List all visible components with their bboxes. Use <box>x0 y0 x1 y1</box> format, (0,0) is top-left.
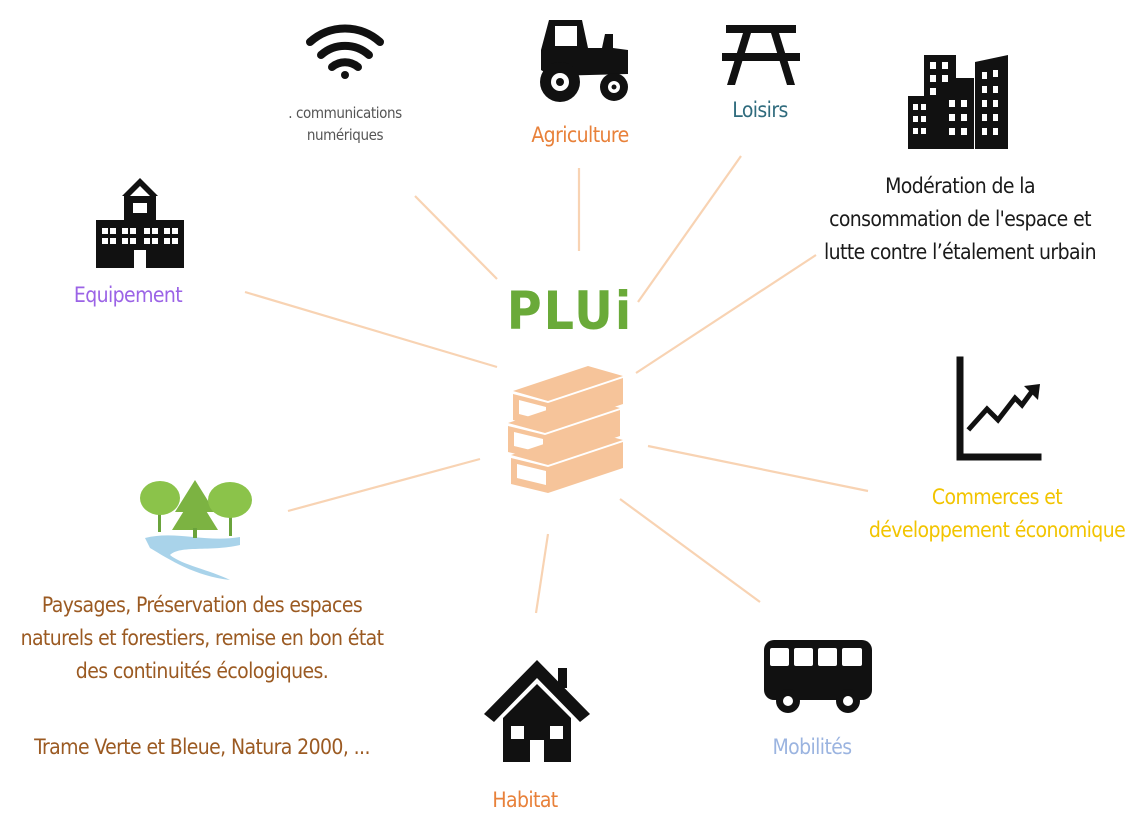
picnic-table-icon <box>722 25 800 85</box>
label-paysages: Paysages, Préservation des espaces natur… <box>0 589 404 688</box>
connector-habitat <box>534 533 550 614</box>
label-line: . communications <box>288 104 402 122</box>
label-line: Modération de la <box>885 174 1035 198</box>
connector-moderation <box>635 254 817 374</box>
label-loisirs: Loisirs <box>732 98 788 122</box>
house-icon <box>484 660 590 762</box>
connector-equipement <box>244 290 498 369</box>
label-line: Paysages, Préservation des espaces <box>41 593 363 617</box>
connector-numerique <box>414 195 498 280</box>
connector-loisirs <box>637 155 742 303</box>
connector-mobilites <box>619 498 761 603</box>
label-equipement: Equipement <box>73 283 183 307</box>
label-line: développement économique <box>868 518 1126 543</box>
label-line: lutte contre l’étalement urbain <box>824 240 1097 265</box>
bus-icon <box>764 640 872 713</box>
label-moderation-consommation: Modération de la consommation de l'espac… <box>800 170 1120 270</box>
label-commerces: Commerces et développement économique <box>852 481 1133 547</box>
tractor-icon <box>540 20 628 102</box>
books-icon <box>508 366 623 493</box>
center-title-plui: PLUi <box>506 281 634 342</box>
label-line: consommation de l'espace et <box>829 207 1091 232</box>
label-communications-numeriques: . communications numériques <box>270 103 420 147</box>
label-agriculture: Agriculture <box>531 123 629 147</box>
school-building-icon <box>96 178 184 268</box>
connector-paysages <box>287 457 481 513</box>
wifi-icon <box>306 24 384 79</box>
buildings-icon <box>908 55 1008 149</box>
label-trame-verte-bleue: Trame Verte et Bleue, Natura 2000, ... <box>34 735 370 759</box>
trees-river-icon <box>140 480 252 580</box>
label-mobilites: Mobilités <box>772 735 852 759</box>
label-line: des continuités écologiques. <box>75 658 329 683</box>
connector-lines <box>244 155 869 614</box>
label-habitat: Habitat <box>492 788 558 812</box>
label-line: Commerces et <box>931 485 1063 509</box>
growth-chart-icon <box>956 356 1042 461</box>
label-line: numériques <box>306 125 384 144</box>
connector-commerces <box>647 444 869 493</box>
label-line: naturels et forestiers, remise en bon ét… <box>20 625 384 650</box>
